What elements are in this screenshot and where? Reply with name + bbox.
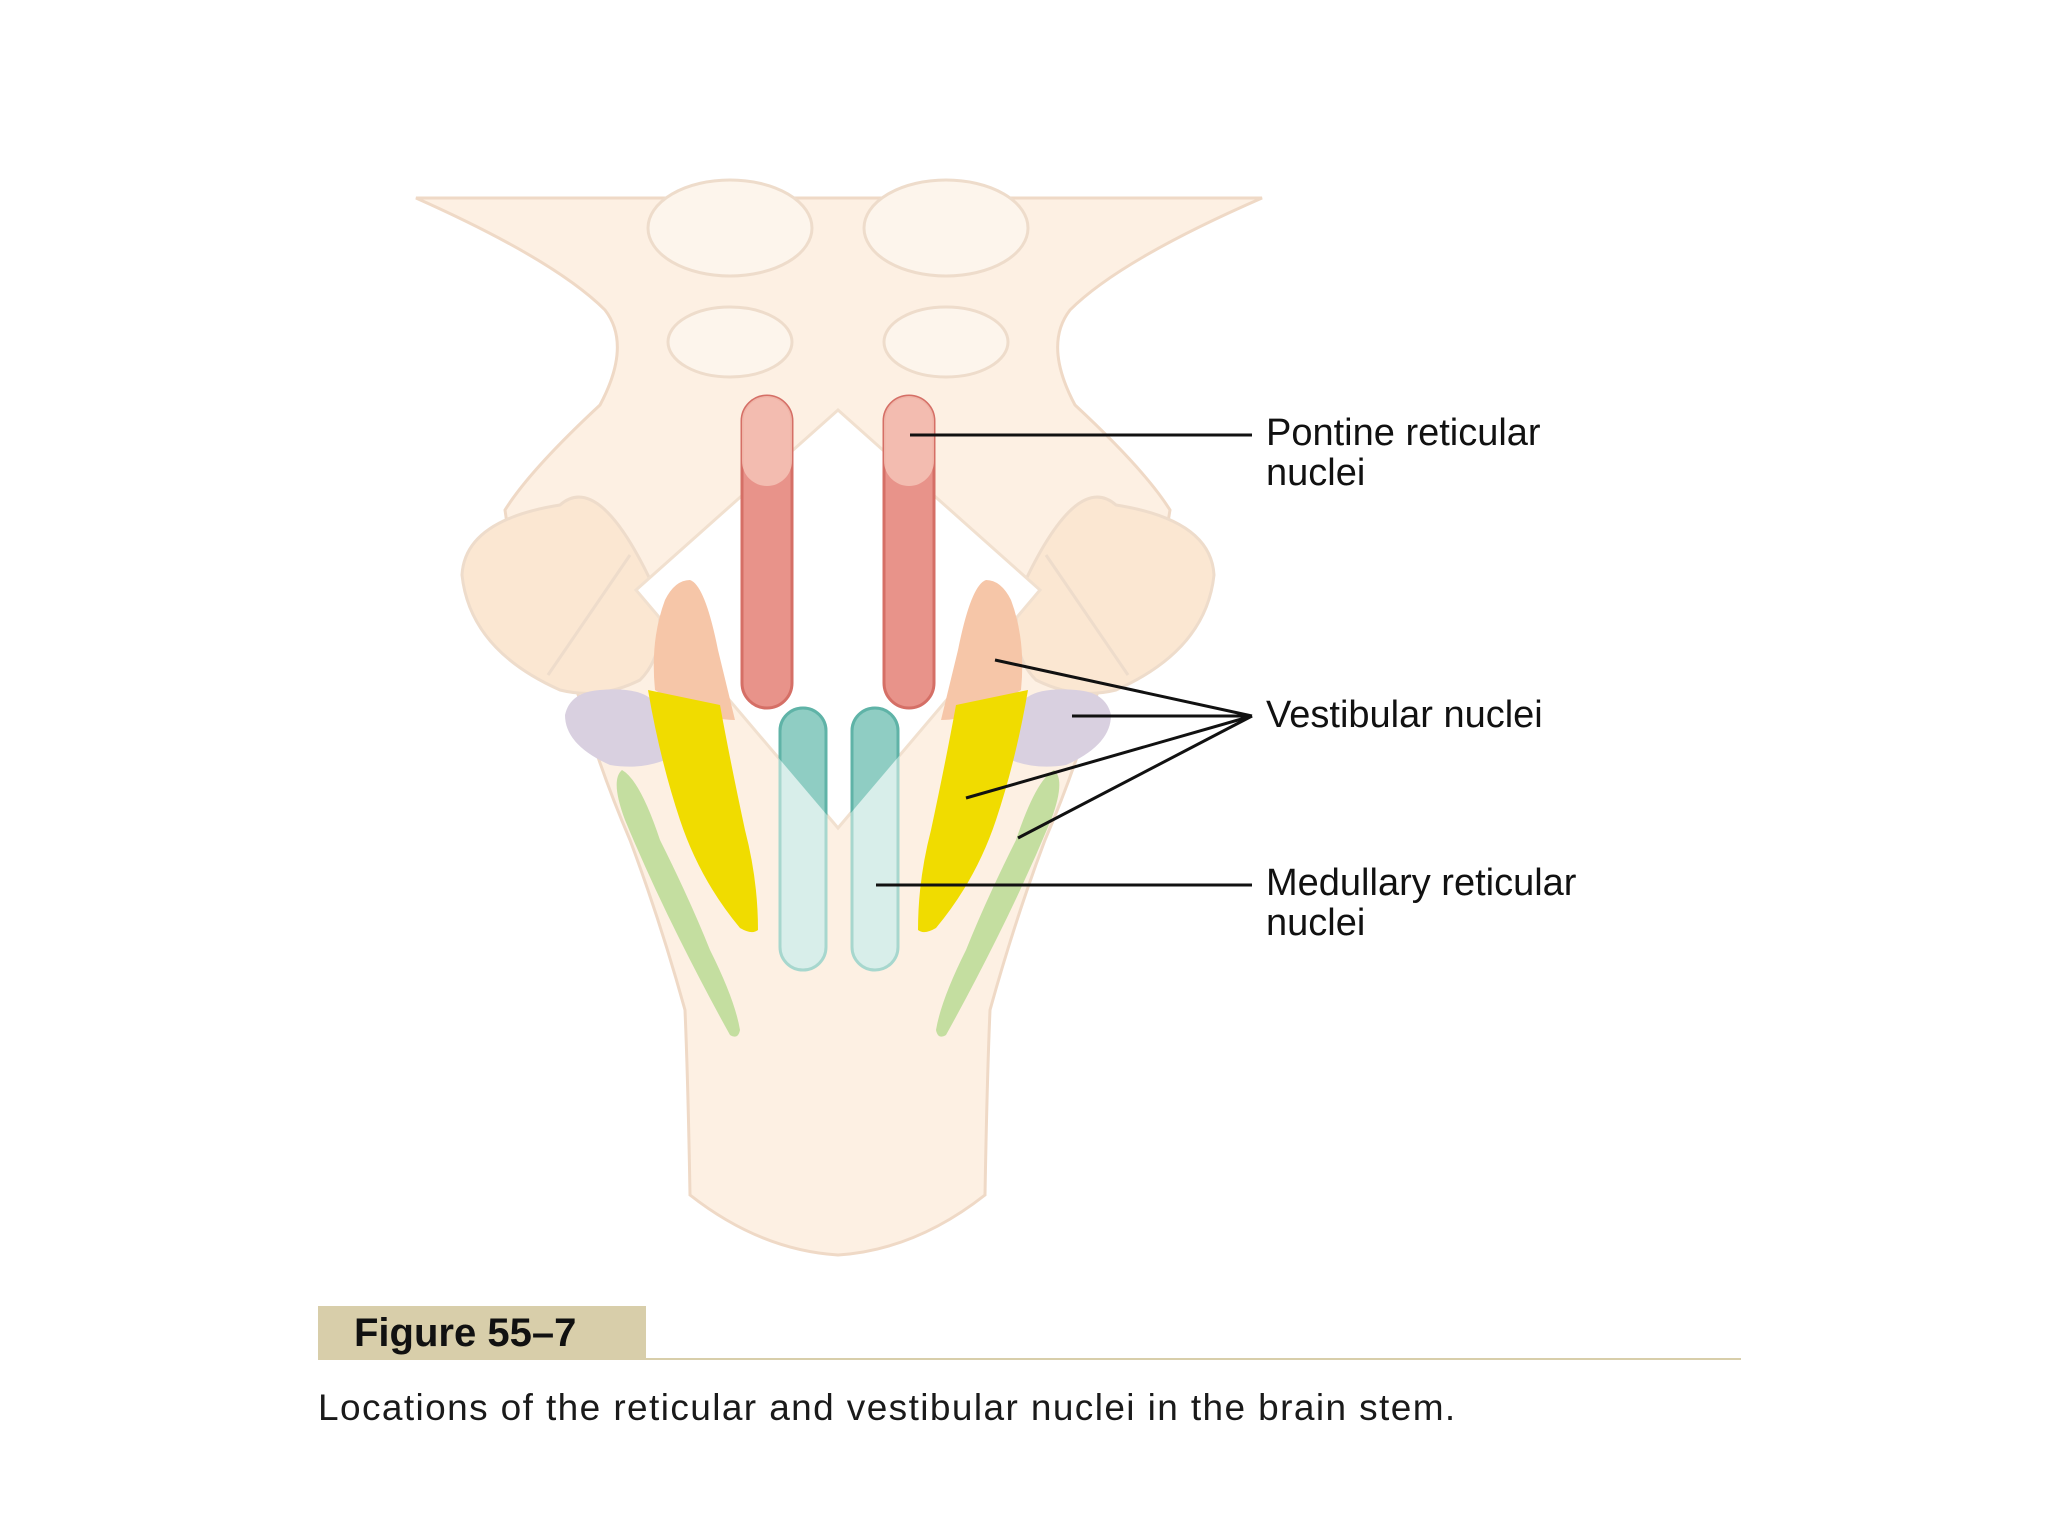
superior-colliculus-right <box>862 178 1030 278</box>
vestibular-nucleus-yellow-left <box>648 690 758 933</box>
pontine-reticular-label-line1: Pontine reticular <box>1266 412 1541 454</box>
medullary-reticular-label: Medullary reticular nuclei <box>1266 863 1576 943</box>
figure-caption: Locations of the reticular and vestibula… <box>318 1387 1457 1428</box>
vestibular-nucleus-green-right <box>936 770 1060 1037</box>
vestibular-nucleus-yellow-right <box>918 690 1028 933</box>
vestibular-nucleus-lavender-right <box>1011 689 1111 767</box>
figure-rule <box>318 1358 1741 1360</box>
vestibular-leader-line-3 <box>965 714 1253 800</box>
inferior-colliculus-right <box>882 305 1010 379</box>
vestibular-nucleus-peach-left <box>653 580 735 720</box>
vestibular-leader-line-4 <box>1017 714 1253 840</box>
pontine-reticular-label: Pontine reticular nuclei <box>1266 413 1541 493</box>
vestibular-nuclei-label-text: Vestibular nuclei <box>1266 694 1543 736</box>
figure-number-tab: Figure 55–7 <box>318 1306 646 1360</box>
vestibular-nuclei-label: Vestibular nuclei <box>1266 695 1543 735</box>
pontine-reticular-label-line2: nuclei <box>1266 452 1366 494</box>
medullary-reticular-label-line2: nuclei <box>1266 902 1366 944</box>
vestibular-leader-line-1 <box>994 658 1253 718</box>
figure-number: Figure 55–7 <box>354 1311 577 1355</box>
superior-colliculus-left <box>646 178 814 278</box>
fourth-ventricle <box>633 407 1043 831</box>
vestibular-nucleus-green-left <box>616 770 740 1037</box>
inferior-colliculus-left <box>666 305 794 379</box>
vestibular-nucleus-peach-right <box>941 580 1023 720</box>
vestibular-nucleus-lavender-left <box>565 689 665 767</box>
medullary-reticular-label-line1: Medullary reticular <box>1266 862 1577 904</box>
